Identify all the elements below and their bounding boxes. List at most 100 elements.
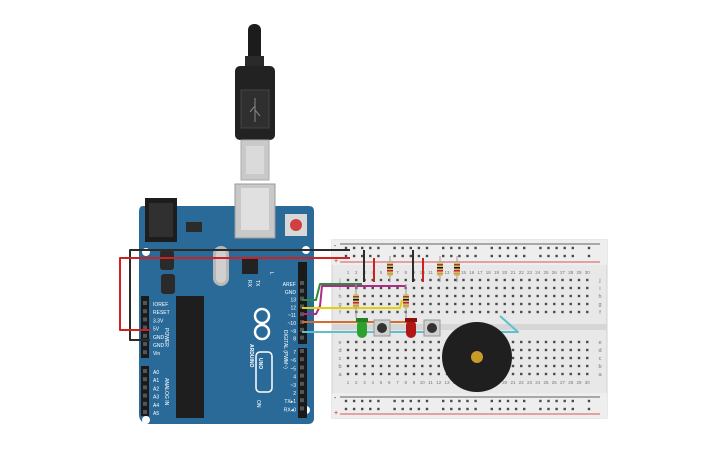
- header-pin[interactable]: [143, 333, 147, 338]
- hole[interactable]: [437, 348, 440, 352]
- hole[interactable]: [371, 356, 374, 360]
- hole[interactable]: [470, 286, 473, 290]
- hole[interactable]: [495, 302, 498, 306]
- hole[interactable]: [511, 302, 515, 306]
- header-pin[interactable]: [143, 410, 147, 414]
- hole[interactable]: [363, 340, 366, 344]
- hole[interactable]: [487, 278, 490, 282]
- rail-hole[interactable]: [587, 407, 591, 411]
- hole[interactable]: [421, 302, 424, 306]
- hole[interactable]: [412, 364, 416, 368]
- hole[interactable]: [462, 302, 465, 306]
- header-pin[interactable]: [300, 373, 304, 378]
- hole[interactable]: [462, 310, 465, 314]
- hole[interactable]: [379, 302, 383, 306]
- hole[interactable]: [569, 294, 572, 298]
- rail-hole[interactable]: [498, 246, 502, 250]
- rail-hole[interactable]: [361, 254, 364, 258]
- rail-hole[interactable]: [506, 246, 510, 250]
- hole[interactable]: [371, 340, 374, 344]
- hole[interactable]: [577, 372, 581, 376]
- hole[interactable]: [577, 294, 581, 298]
- hole[interactable]: [569, 310, 572, 314]
- rail-hole[interactable]: [587, 254, 591, 258]
- header-pin[interactable]: [143, 377, 147, 382]
- rail-hole[interactable]: [555, 399, 558, 403]
- hole[interactable]: [503, 294, 506, 298]
- hole[interactable]: [520, 310, 523, 314]
- hole[interactable]: [586, 348, 589, 352]
- rail-hole[interactable]: [458, 254, 461, 258]
- hole[interactable]: [536, 356, 539, 360]
- hole[interactable]: [346, 372, 350, 376]
- hole[interactable]: [429, 278, 432, 282]
- hole[interactable]: [429, 356, 432, 360]
- hole[interactable]: [396, 310, 399, 314]
- header-pin[interactable]: [143, 309, 147, 314]
- hole[interactable]: [412, 356, 416, 360]
- hole[interactable]: [569, 286, 572, 290]
- header-pin[interactable]: [143, 385, 147, 390]
- rail-hole[interactable]: [506, 254, 510, 258]
- hole[interactable]: [553, 372, 556, 376]
- hole[interactable]: [355, 348, 358, 352]
- rail-hole[interactable]: [369, 399, 372, 403]
- rail-hole[interactable]: [547, 399, 550, 403]
- header-pin[interactable]: [300, 398, 304, 403]
- rail-hole[interactable]: [490, 246, 493, 250]
- rail-hole[interactable]: [563, 246, 566, 250]
- pushbutton-2[interactable]: [423, 319, 441, 337]
- hole[interactable]: [520, 302, 523, 306]
- hole[interactable]: [388, 348, 391, 352]
- hole[interactable]: [495, 286, 498, 290]
- hole[interactable]: [536, 310, 539, 314]
- hole[interactable]: [561, 294, 564, 298]
- hole[interactable]: [379, 278, 383, 282]
- hole[interactable]: [544, 348, 548, 352]
- rail-hole[interactable]: [547, 246, 550, 250]
- hole[interactable]: [503, 278, 506, 282]
- hole[interactable]: [412, 294, 416, 298]
- hole[interactable]: [346, 356, 350, 360]
- rail-hole[interactable]: [490, 407, 493, 411]
- hole[interactable]: [520, 364, 523, 368]
- rail-hole[interactable]: [571, 399, 574, 403]
- header-pin[interactable]: [300, 406, 304, 411]
- rail-hole[interactable]: [523, 407, 526, 411]
- hole[interactable]: [437, 278, 440, 282]
- hole[interactable]: [379, 364, 383, 368]
- hole[interactable]: [371, 278, 374, 282]
- hole[interactable]: [520, 356, 523, 360]
- hole[interactable]: [478, 310, 482, 314]
- rail-hole[interactable]: [425, 399, 429, 403]
- hole[interactable]: [528, 340, 531, 344]
- hole[interactable]: [454, 278, 457, 282]
- hole[interactable]: [396, 286, 399, 290]
- hole[interactable]: [577, 310, 581, 314]
- hole[interactable]: [511, 294, 515, 298]
- hole[interactable]: [511, 310, 515, 314]
- hole[interactable]: [346, 286, 350, 290]
- hole[interactable]: [421, 294, 424, 298]
- hole[interactable]: [412, 372, 416, 376]
- hole[interactable]: [569, 372, 572, 376]
- rail-hole[interactable]: [514, 246, 518, 250]
- rail-hole[interactable]: [401, 407, 404, 411]
- hole[interactable]: [355, 364, 358, 368]
- hole[interactable]: [544, 294, 548, 298]
- hole[interactable]: [511, 348, 515, 352]
- rail-hole[interactable]: [344, 254, 348, 258]
- hole[interactable]: [577, 278, 581, 282]
- hole[interactable]: [528, 286, 531, 290]
- rail-hole[interactable]: [563, 254, 566, 258]
- hole[interactable]: [553, 294, 556, 298]
- hole[interactable]: [511, 356, 515, 360]
- hole[interactable]: [404, 340, 407, 344]
- hole[interactable]: [586, 294, 589, 298]
- hole[interactable]: [363, 356, 366, 360]
- hole[interactable]: [528, 310, 531, 314]
- rail-hole[interactable]: [474, 246, 477, 250]
- rail-hole[interactable]: [571, 254, 574, 258]
- header-pin[interactable]: [300, 296, 304, 301]
- rail-hole[interactable]: [450, 399, 453, 403]
